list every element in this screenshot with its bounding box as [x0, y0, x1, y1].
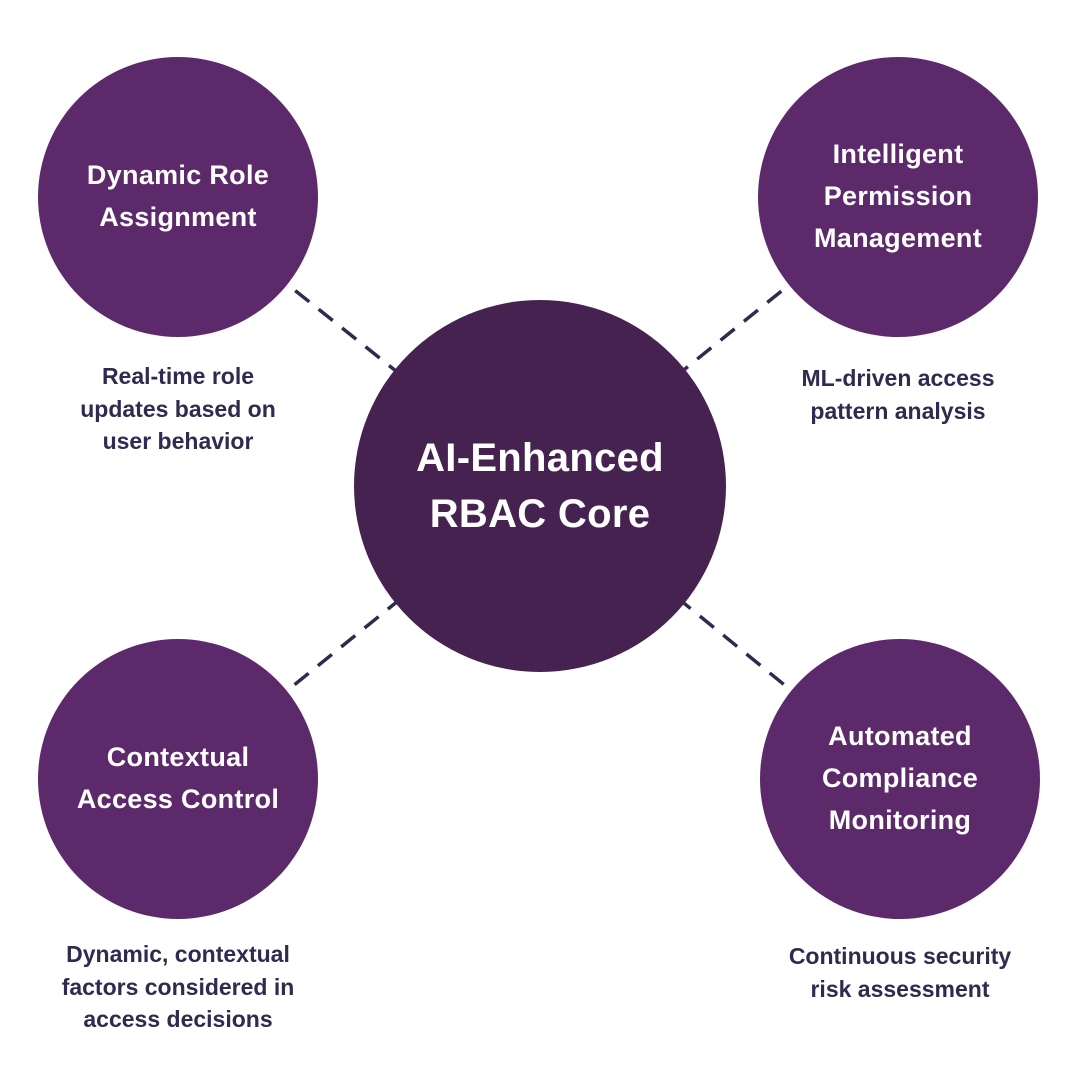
center-label: AI-Enhanced RBAC Core	[416, 436, 664, 536]
node-label: Intelligent Permission Management	[813, 139, 983, 253]
node-automated-compliance-monitoring: Automated Compliance Monitoring	[760, 639, 1040, 919]
caption-automated-compliance-monitoring: Continuous security risk assessment	[788, 943, 1012, 1002]
caption-intelligent-permission-management: ML-driven access pattern analysis	[801, 365, 995, 424]
node-dynamic-role-assignment: Dynamic Role Assignment	[38, 57, 318, 337]
caption-contextual-access-control: Dynamic, contextual factors considered i…	[61, 941, 295, 1033]
node-label: Contextual Access Control	[76, 742, 280, 814]
node-label: Automated Compliance Monitoring	[821, 721, 979, 835]
node-label: Dynamic Role Assignment	[86, 160, 270, 232]
caption-dynamic-role-assignment: Real-time role updates based on user beh…	[80, 363, 276, 455]
node-contextual-access-control: Contextual Access Control	[38, 639, 318, 919]
node-center-rbac-core: AI-Enhanced RBAC Core	[354, 300, 726, 672]
node-intelligent-permission-management: Intelligent Permission Management	[758, 57, 1038, 337]
